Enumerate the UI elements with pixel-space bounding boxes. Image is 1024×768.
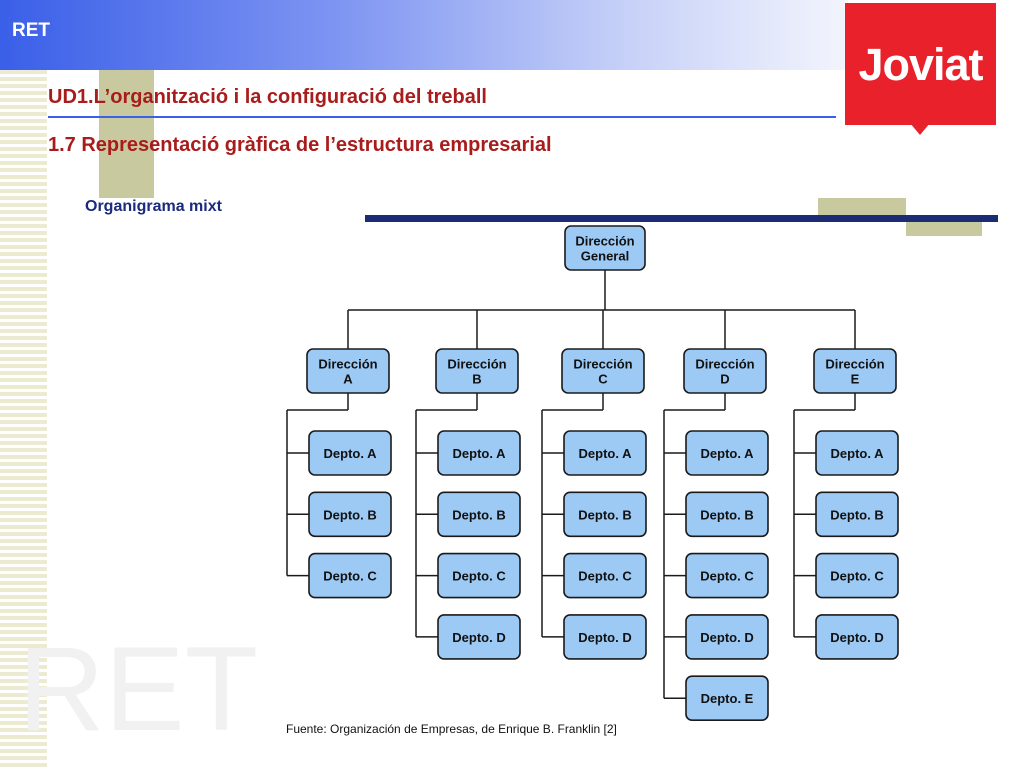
section-title: 1.7 Representació gràfica de l’estructur… — [48, 134, 552, 156]
branch-box-label: A — [343, 372, 353, 387]
department-box: Depto. A — [685, 430, 769, 476]
department-box: Depto. D — [815, 614, 899, 660]
department-box: Depto. C — [563, 552, 647, 599]
branch-box-label: B — [472, 372, 481, 387]
department-box: Depto. A — [437, 430, 521, 476]
department-box: Depto. C — [685, 552, 769, 599]
ret-watermark: RET — [18, 622, 258, 756]
department-box-label: Depto. C — [700, 569, 754, 584]
unit-title: UD1.L’organització i la configuració del… — [48, 86, 487, 108]
branch-box-label: Dirección — [825, 357, 884, 372]
department-box: Depto. B — [685, 491, 769, 538]
department-box-shape — [437, 491, 521, 538]
department-box-label: Depto. C — [830, 569, 884, 584]
department-box-label: Depto. B — [578, 507, 631, 522]
department-box-shape — [685, 675, 769, 722]
department-box-label: Depto. D — [578, 630, 631, 645]
department-box-shape — [308, 552, 392, 599]
header-tag: RET — [12, 20, 50, 41]
logo-text: Joviat — [858, 39, 983, 90]
department-box-shape — [685, 491, 769, 538]
department-box: Depto. C — [437, 552, 521, 599]
department-box: Depto. A — [815, 430, 899, 476]
department-box: Depto. D — [685, 614, 769, 660]
source-caption: Fuente: Organización de Empresas, de Enr… — [286, 722, 617, 736]
department-box-shape — [563, 552, 647, 599]
department-box: Depto. A — [308, 430, 392, 476]
branch-box-label: Dirección — [447, 357, 506, 372]
department-box: Depto. B — [563, 491, 647, 538]
department-box-shape — [563, 430, 647, 476]
department-box-label: Depto. A — [453, 446, 507, 461]
department-box: Depto. D — [437, 614, 521, 660]
department-box-label: Depto. D — [830, 630, 883, 645]
department-box-shape — [815, 491, 899, 538]
department-box-label: Depto. D — [452, 630, 505, 645]
joviat-logo: Joviat — [845, 3, 996, 135]
branch-box-label: Dirección — [573, 357, 632, 372]
department-box-shape — [563, 614, 647, 660]
department-box: Depto. A — [563, 430, 647, 476]
department-box-label: Depto. A — [324, 446, 378, 461]
department-box-shape — [308, 430, 392, 476]
root-box-label: Dirección — [575, 234, 634, 249]
department-box: Depto. C — [308, 552, 392, 599]
department-box-shape — [815, 614, 899, 660]
branch-box-label: D — [720, 372, 729, 387]
department-box-label: Depto. B — [452, 507, 505, 522]
branch-box-label: Dirección — [695, 357, 754, 372]
department-box-label: Depto. B — [830, 507, 883, 522]
department-box-label: Depto. B — [323, 507, 376, 522]
department-box-label: Depto. C — [578, 569, 632, 584]
olive-decoration-b — [906, 222, 982, 236]
department-box-shape — [308, 491, 392, 538]
department-box-label: Depto. B — [700, 507, 753, 522]
branch-box-label: Dirección — [318, 357, 377, 372]
department-box: Depto. B — [437, 491, 521, 538]
department-box-label: Depto. E — [701, 691, 754, 706]
department-box-shape — [815, 430, 899, 476]
department-box-label: Depto. A — [701, 446, 755, 461]
department-box: Depto. B — [815, 491, 899, 538]
department-box-label: Depto. A — [579, 446, 633, 461]
department-box: Depto. D — [563, 614, 647, 660]
branch-box-label: E — [851, 372, 860, 387]
header-bar: RET — [0, 0, 845, 70]
department-box-shape — [685, 430, 769, 476]
department-box: Depto. C — [815, 552, 899, 599]
title-divider — [48, 116, 836, 118]
diagram-subtitle: Organigrama mixt — [85, 198, 222, 215]
department-box: Depto. B — [308, 491, 392, 538]
department-box-shape — [437, 614, 521, 660]
department-box-shape — [685, 552, 769, 599]
department-box: Depto. E — [685, 675, 769, 722]
branch-box-label: C — [598, 372, 608, 387]
department-box-shape — [437, 430, 521, 476]
striped-side-decoration — [0, 70, 47, 768]
department-box-label: Depto. C — [452, 569, 506, 584]
department-box-shape — [563, 491, 647, 538]
root-box-label: General — [581, 249, 629, 264]
root-box-shape — [564, 225, 646, 271]
navy-divider-bar — [365, 215, 998, 222]
department-box-shape — [437, 552, 521, 599]
olive-decoration-a — [818, 198, 906, 215]
department-box-label: Depto. A — [831, 446, 885, 461]
department-box-label: Depto. C — [323, 569, 377, 584]
olive-decoration-block — [99, 70, 154, 198]
department-box-label: Depto. D — [700, 630, 753, 645]
department-box-shape — [815, 552, 899, 599]
department-box-shape — [685, 614, 769, 660]
